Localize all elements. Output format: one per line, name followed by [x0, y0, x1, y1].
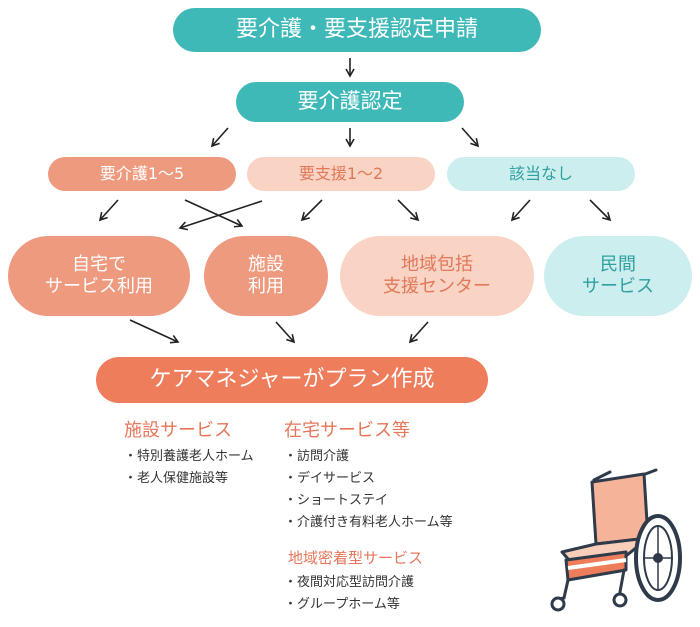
list-item: 夜間対応型訪問介護	[284, 572, 414, 594]
node-home-service-line1: 自宅で	[72, 254, 126, 276]
node-private-service-line2: サービス	[582, 276, 654, 297]
node-care-plan: ケアマネジャーがプラン作成	[96, 357, 488, 403]
facility-services-title: 施設サービス	[124, 420, 232, 441]
list-item: グループホーム等	[284, 594, 414, 616]
node-support-level-label: 要支援1〜2	[298, 164, 384, 184]
list-item: 訪問介護	[284, 446, 453, 468]
node-care-plan-label: ケアマネジャーがプラン作成	[149, 366, 435, 392]
arrow-support-to-facility	[300, 199, 323, 222]
list-item: デイサービス	[284, 468, 453, 490]
list-item: ショートステイ	[284, 490, 453, 512]
home-services-title: 在宅サービス等	[284, 420, 410, 441]
node-application-label: 要介護・要支援認定申請	[235, 16, 478, 42]
node-support-center-line1: 地域包括	[401, 254, 473, 276]
facility-services-list: 特別養護老人ホーム 老人保健施設等	[124, 446, 254, 490]
node-home-service-line2: サービス利用	[45, 276, 153, 297]
arrow-support-to-center	[397, 199, 420, 222]
list-item: 介護付き有料老人ホーム等	[284, 512, 453, 534]
node-care-level: 要介護1〜5	[48, 157, 236, 191]
node-facility-use: 施設 利用	[204, 236, 328, 316]
community-services-title: 地域密着型サービス	[288, 549, 424, 567]
arrow-none-to-center	[510, 199, 531, 222]
home-services-list: 訪問介護 デイサービス ショートステイ 介護付き有料老人ホーム等	[284, 446, 453, 534]
arrow-cert-to-none	[461, 127, 480, 148]
arrow-home-to-plan	[129, 319, 180, 344]
community-services-list: 夜間対応型訪問介護 グループホーム等	[284, 572, 414, 616]
node-support-center-line2: 支援センター	[383, 276, 491, 297]
node-private-service: 民間 サービス	[544, 236, 692, 316]
arrow-care-to-home	[98, 199, 119, 222]
list-item: 老人保健施設等	[124, 468, 254, 490]
arrow-care-to-facility	[184, 199, 244, 228]
node-application: 要介護・要支援認定申請	[173, 8, 541, 52]
arrow-center-to-plan	[408, 321, 429, 344]
node-private-service-line1: 民間	[600, 254, 636, 276]
node-not-applicable: 該当なし	[447, 157, 635, 191]
wheelchair-icon	[550, 468, 682, 612]
node-support-level: 要支援1〜2	[247, 157, 435, 191]
arrow-support-to-home	[178, 200, 263, 231]
arrow-cert-to-care	[210, 127, 229, 148]
node-facility-use-line1: 施設	[248, 254, 284, 276]
node-care-level-label: 要介護1〜5	[99, 164, 185, 184]
arrow-none-to-private	[589, 199, 612, 222]
node-home-service: 自宅で サービス利用	[8, 236, 190, 316]
node-facility-use-line2: 利用	[248, 276, 284, 297]
node-not-applicable-label: 該当なし	[508, 164, 573, 184]
node-support-center: 地域包括 支援センター	[340, 236, 534, 316]
node-certification-label: 要介護認定	[297, 89, 403, 114]
arrow-facility-to-plan	[275, 321, 296, 344]
list-item: 特別養護老人ホーム	[124, 446, 254, 468]
node-certification: 要介護認定	[236, 82, 464, 122]
